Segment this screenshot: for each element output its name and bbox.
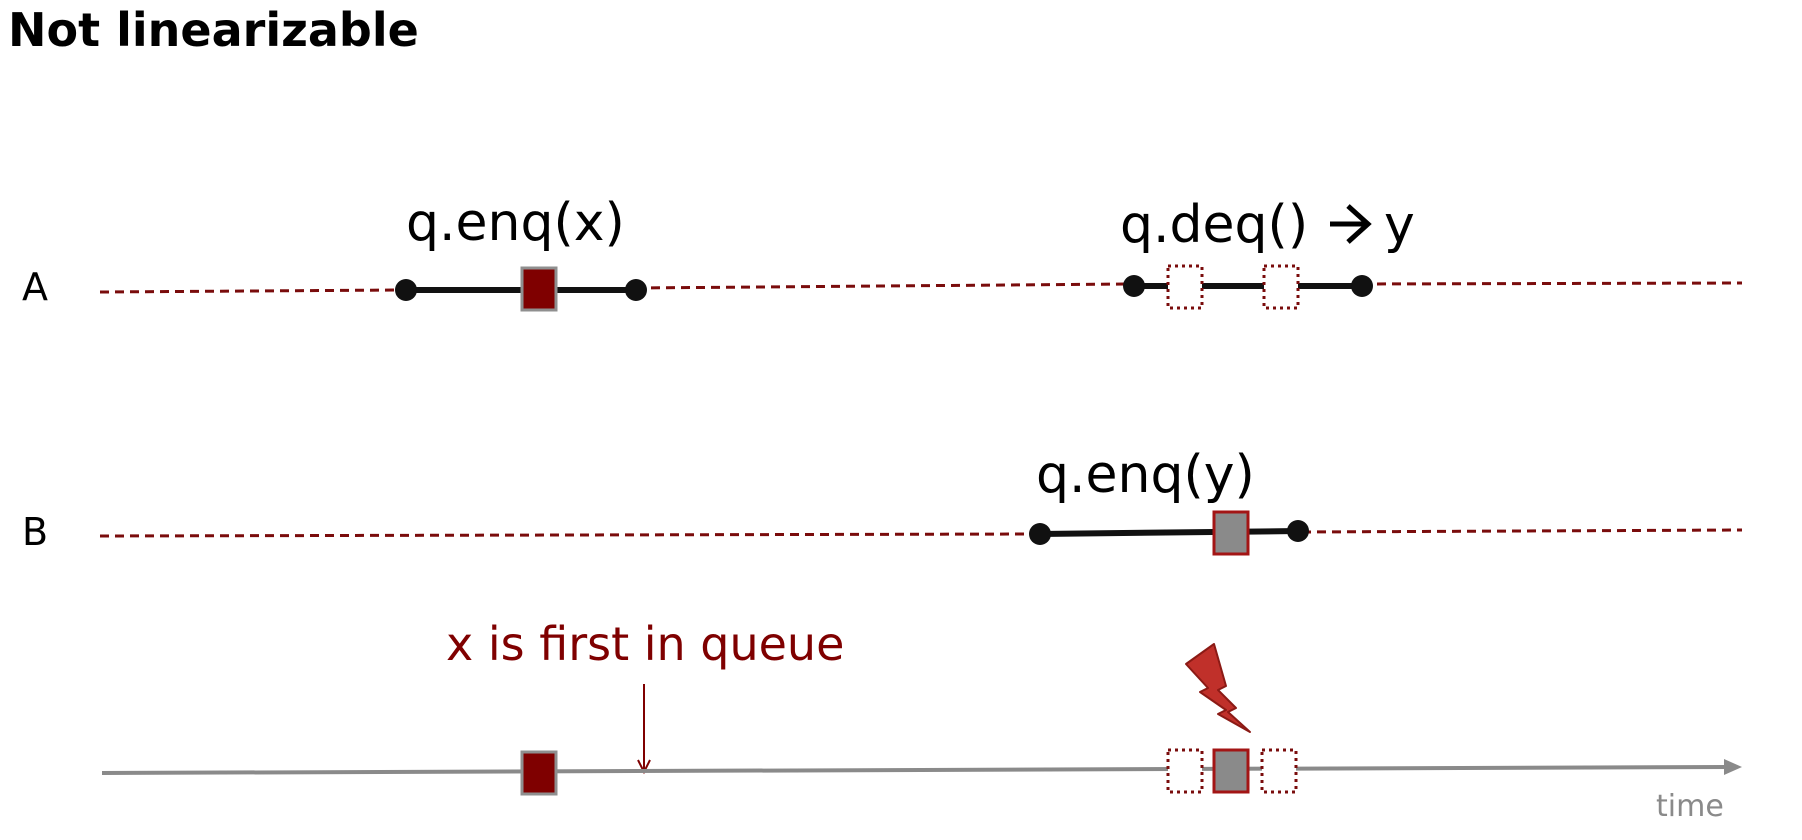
annotation-text: x is first in queue	[446, 617, 844, 671]
thread-a-idle-line-1	[99, 288, 403, 294]
timeline-deq-candidate-2	[1260, 748, 1298, 794]
b-enq-linearization-point	[1212, 510, 1250, 556]
a-enq-linearization-point	[520, 266, 558, 312]
b-enq-interval	[1039, 528, 1299, 537]
timeline-enq-x-point	[520, 750, 558, 796]
page-title: Not linearizable	[8, 3, 419, 57]
timeline-enq-y-point	[1212, 748, 1250, 794]
thread-b-label: B	[22, 510, 48, 554]
a-enq-response-dot	[625, 279, 647, 301]
lightning-bolt-icon	[1185, 643, 1251, 733]
thread-b-idle-line-1	[99, 532, 1037, 538]
thread-a-idle-line-3	[1361, 281, 1743, 286]
a-deq-candidate-point-1	[1166, 264, 1204, 310]
time-axis	[101, 759, 1742, 775]
a-enq-label: q.enq(x)	[406, 193, 625, 253]
thread-a-label: A	[22, 265, 48, 309]
a-enq-invocation-dot	[395, 279, 417, 301]
thread-b-idle-line-2	[1301, 528, 1743, 534]
b-enq-response-dot	[1287, 520, 1309, 542]
right-arrow-icon	[1330, 204, 1372, 244]
thread-a-idle-line-2	[635, 282, 1129, 290]
b-enq-label: q.enq(y)	[1036, 445, 1255, 505]
a-deq-label: q.deq()	[1120, 195, 1308, 255]
b-enq-invocation-dot	[1029, 523, 1051, 545]
time-axis-label: time	[1656, 789, 1724, 824]
a-deq-invocation-dot	[1123, 275, 1145, 297]
annotation-pointer	[637, 684, 651, 775]
a-deq-result-label: y	[1384, 195, 1415, 255]
timeline-deq-candidate-1	[1166, 748, 1204, 794]
a-deq-candidate-point-2	[1262, 264, 1300, 310]
a-deq-response-dot	[1351, 275, 1373, 297]
